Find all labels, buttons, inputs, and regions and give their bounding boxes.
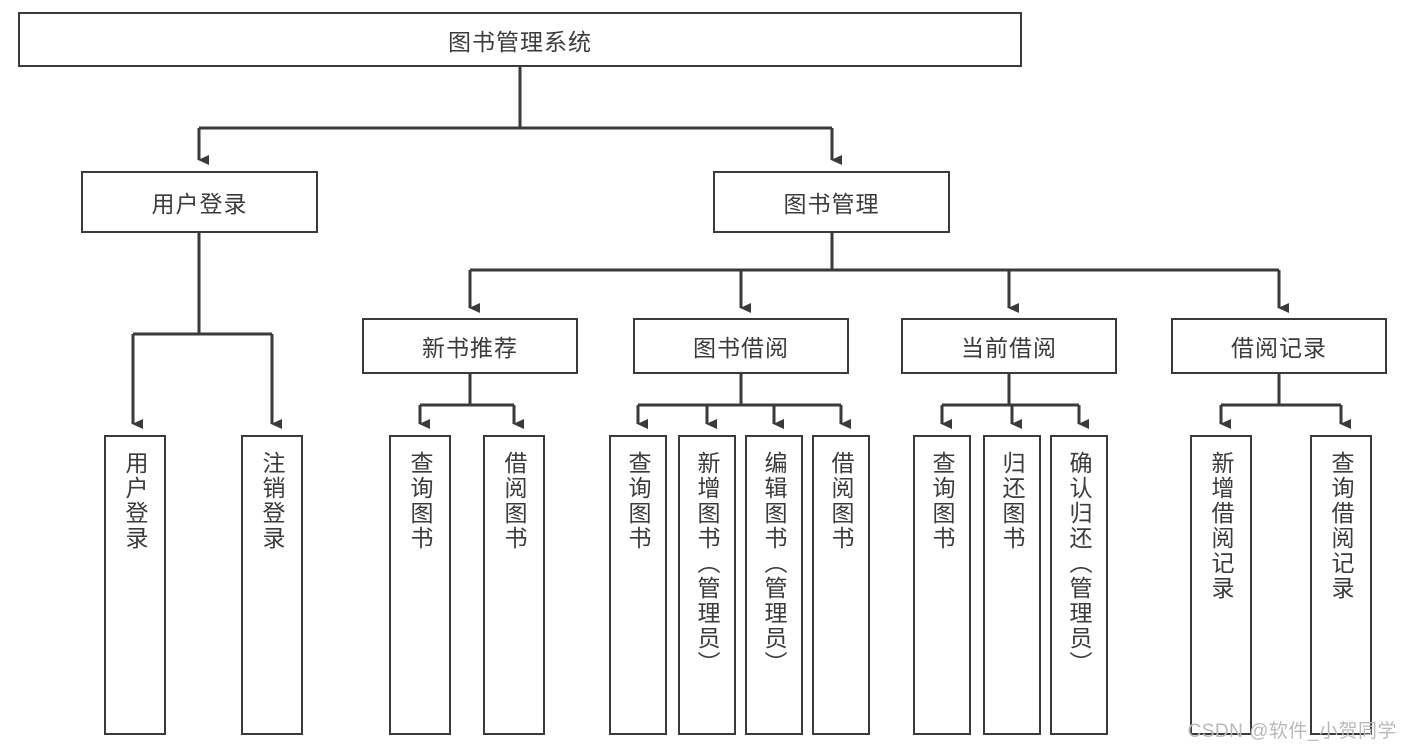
leaf-user-login[interactable]: 用户登录 xyxy=(104,435,166,735)
watermark: CSDN @软件_小贺同学 xyxy=(1187,721,1397,742)
leaf-add-book-admin[interactable]: 新增图书（管理员） xyxy=(678,435,736,735)
leaf-user-login-label: 用户登录 xyxy=(122,451,149,551)
node-borrow-record[interactable]: 借阅记录 xyxy=(1171,318,1387,374)
leaf-confirm-return-admin-label: 确认归还（管理员） xyxy=(1066,451,1093,676)
leaf-query-book-current-label: 查询图书 xyxy=(929,451,956,551)
leaf-query-book-label: 查询图书 xyxy=(625,451,652,551)
node-user-login-label: 用户登录 xyxy=(151,191,248,217)
leaf-query-book-current[interactable]: 查询图书 xyxy=(913,435,971,735)
leaf-borrow-book-label: 借阅图书 xyxy=(828,451,855,551)
leaf-borrow-book[interactable]: 借阅图书 xyxy=(812,435,870,735)
leaf-return-book[interactable]: 归还图书 xyxy=(983,435,1041,735)
leaf-borrow-book-recommend-label: 借阅图书 xyxy=(501,451,528,551)
node-book-borrow[interactable]: 图书借阅 xyxy=(633,318,849,374)
leaf-query-book-recommend-label: 查询图书 xyxy=(407,451,434,551)
leaf-add-borrow-record[interactable]: 新增借阅记录 xyxy=(1190,435,1252,735)
node-current-borrow[interactable]: 当前借阅 xyxy=(901,318,1117,374)
leaf-edit-book-admin[interactable]: 编辑图书（管理员） xyxy=(745,435,803,735)
leaf-return-book-label: 归还图书 xyxy=(999,451,1026,551)
node-new-book-recommend[interactable]: 新书推荐 xyxy=(362,318,578,374)
leaf-add-borrow-record-label: 新增借阅记录 xyxy=(1208,451,1235,601)
leaf-query-borrow-record-label: 查询借阅记录 xyxy=(1328,451,1355,601)
node-current-borrow-label: 当前借阅 xyxy=(961,335,1057,361)
node-borrow-record-label: 借阅记录 xyxy=(1231,335,1327,361)
node-book-management-label: 图书管理 xyxy=(783,191,880,217)
leaf-query-book-recommend[interactable]: 查询图书 xyxy=(389,435,451,735)
node-user-login[interactable]: 用户登录 xyxy=(81,171,318,233)
node-root[interactable]: 图书管理系统 xyxy=(18,12,1022,67)
leaf-logout[interactable]: 注销登录 xyxy=(241,435,303,735)
leaf-edit-book-admin-label: 编辑图书（管理员） xyxy=(761,451,788,676)
leaf-query-book[interactable]: 查询图书 xyxy=(609,435,667,735)
leaf-query-borrow-record[interactable]: 查询借阅记录 xyxy=(1310,435,1372,735)
node-book-management[interactable]: 图书管理 xyxy=(713,171,950,233)
node-root-label: 图书管理系统 xyxy=(448,28,592,55)
leaf-confirm-return-admin[interactable]: 确认归还（管理员） xyxy=(1050,435,1108,735)
leaf-borrow-book-recommend[interactable]: 借阅图书 xyxy=(483,435,545,735)
leaf-add-book-admin-label: 新增图书（管理员） xyxy=(694,451,721,676)
leaf-logout-label: 注销登录 xyxy=(259,451,286,551)
node-new-book-recommend-label: 新书推荐 xyxy=(422,335,518,361)
node-book-borrow-label: 图书借阅 xyxy=(693,335,789,361)
